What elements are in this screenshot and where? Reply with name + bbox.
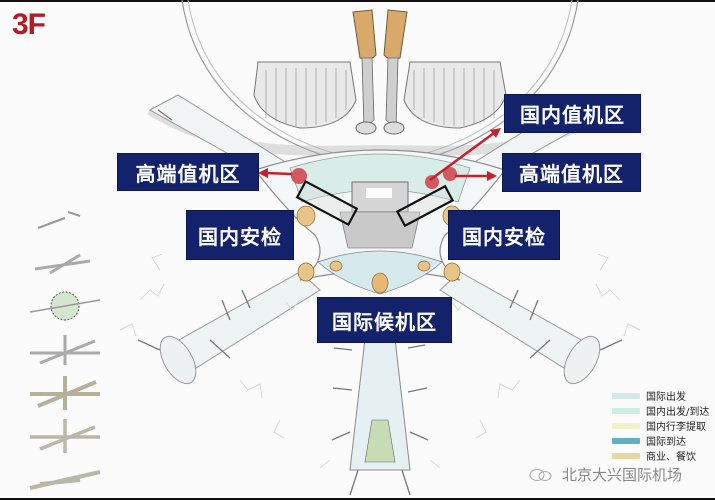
- floor-thumbnail[interactable]: [20, 458, 110, 498]
- legend-swatch: [612, 437, 640, 444]
- callout-domestic-security-right: 国内安检: [449, 211, 559, 259]
- floor-thumbnail[interactable]: [20, 329, 110, 369]
- legend-swatch: [612, 392, 640, 399]
- legend-swatch: [612, 407, 640, 414]
- legend-swatch: [612, 422, 640, 429]
- legend-label: 国际出发: [646, 392, 686, 403]
- watermark-text: 北京大兴国际机场: [562, 466, 683, 484]
- security-highlight-boxes: [295, 179, 455, 228]
- map-legend: 国际出发 国内出发/到达 国内行李提取 国际到达 商业、餐饮: [612, 388, 712, 463]
- legend-item: 国内出发/到达: [612, 403, 712, 418]
- callout-premium-checkin-right: 高端值机区: [503, 154, 640, 191]
- floor-thumbnail-highlighted[interactable]: [20, 286, 110, 326]
- floor-thumbnail[interactable]: [20, 243, 110, 283]
- legend-label: 国内出发/到达: [646, 407, 710, 418]
- callout-intl-departure-lounge: 国际候机区: [318, 298, 451, 342]
- legend-item: 国内行李提取: [612, 418, 712, 433]
- floor-thumbnail-stack: [20, 200, 110, 500]
- callout-domestic-security-left: 国内安检: [187, 211, 293, 259]
- legend-swatch: [612, 452, 640, 459]
- north-rail-station: [352, 9, 408, 135]
- pier-southeast: [439, 271, 601, 385]
- floor-thumbnail[interactable]: [20, 200, 110, 240]
- pier-south: [349, 329, 411, 471]
- legend-label: 商业、餐饮: [646, 452, 696, 463]
- legend-item: 国际出发: [612, 388, 712, 403]
- parking-right: [403, 61, 507, 129]
- wechat-icon: [529, 468, 552, 481]
- pier-southwest: [159, 271, 321, 385]
- floor-label: 3F: [12, 8, 46, 41]
- callout-premium-checkin-left: 高端值机区: [118, 154, 258, 190]
- central-processor: [253, 149, 507, 295]
- floor-thumbnail[interactable]: [20, 372, 110, 412]
- legend-item: 国际到达: [612, 433, 712, 448]
- watermark: 北京大兴国际机场: [528, 464, 682, 485]
- callout-arrows: [258, 128, 501, 182]
- legend-label: 国内行李提取: [646, 422, 706, 433]
- callout-domestic-checkin: 国内值机区: [505, 95, 640, 132]
- bottom-border: [0, 498, 715, 500]
- floor-thumbnail[interactable]: [20, 415, 110, 455]
- parking-left: [253, 61, 357, 129]
- top-border: [0, 0, 715, 2]
- legend-item: 商业、餐饮: [612, 448, 712, 463]
- legend-label: 国际到达: [646, 437, 686, 448]
